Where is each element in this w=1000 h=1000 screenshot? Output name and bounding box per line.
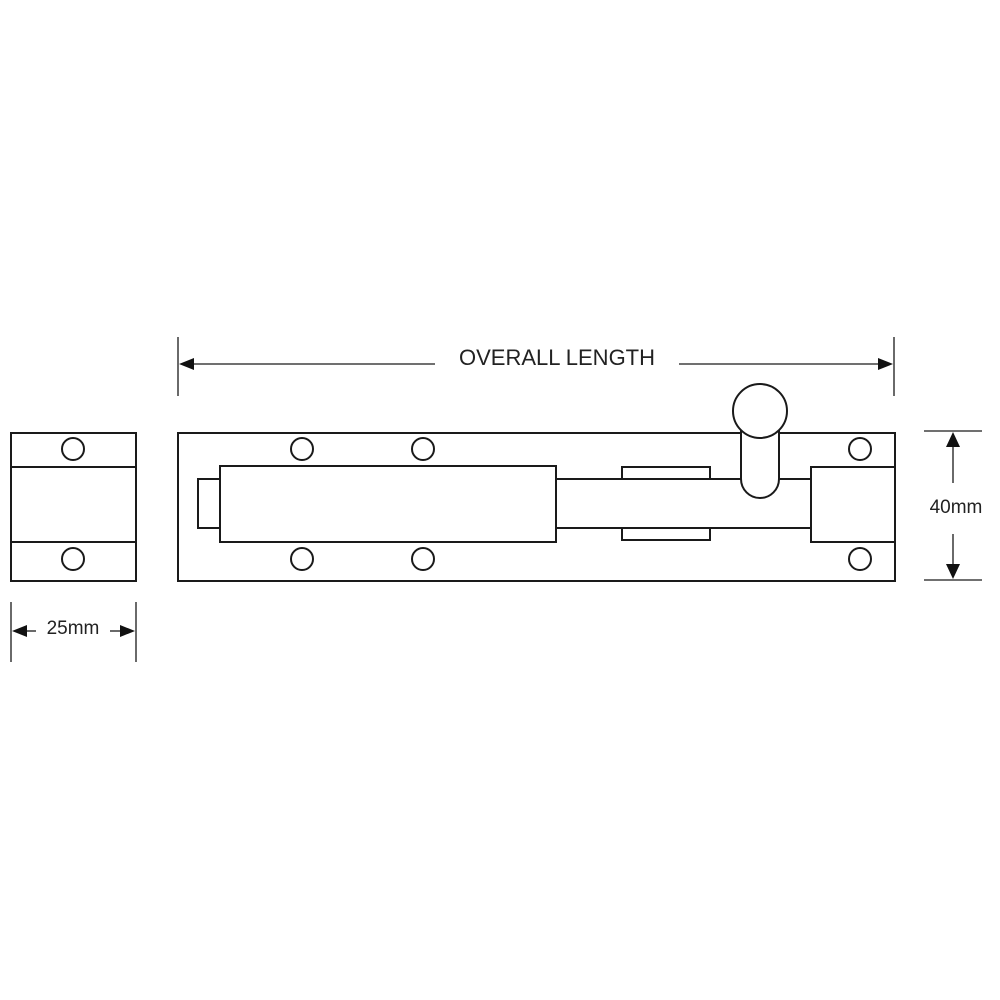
knob-shank (740, 430, 780, 499)
overall-length-dimension: OVERALL LENGTH (177, 337, 895, 396)
arrow-right-icon (120, 625, 135, 637)
screw-hole-icon (848, 547, 872, 571)
knob-handle-icon (732, 383, 788, 439)
arrow-left-icon (179, 358, 194, 370)
screw-hole-icon (290, 437, 314, 461)
width-dimension: 25mm (10, 602, 137, 662)
screw-hole-icon (411, 547, 435, 571)
screw-hole-icon (290, 547, 314, 571)
screw-hole-icon (411, 437, 435, 461)
end-view (10, 432, 137, 582)
height-dimension-label: 40mm (930, 497, 983, 518)
height-dimension: 40mm (924, 430, 983, 581)
arrow-right-icon (878, 358, 893, 370)
end-view-outline (10, 432, 137, 582)
screw-hole-icon (848, 437, 872, 461)
bolt-end-stop (197, 478, 221, 529)
arrow-left-icon (12, 625, 27, 637)
overall-length-label: OVERALL LENGTH (459, 345, 655, 370)
keep-receiver (810, 466, 896, 543)
arrow-down-icon (946, 564, 960, 579)
screw-hole-icon (61, 437, 85, 461)
guide-plate-bottom (621, 527, 711, 541)
arrow-up-icon (946, 432, 960, 447)
bolt-housing (219, 465, 557, 543)
width-dimension-label: 25mm (47, 618, 100, 639)
front-view (177, 383, 896, 582)
guide-plate-top (621, 466, 711, 480)
screw-hole-icon (61, 547, 85, 571)
